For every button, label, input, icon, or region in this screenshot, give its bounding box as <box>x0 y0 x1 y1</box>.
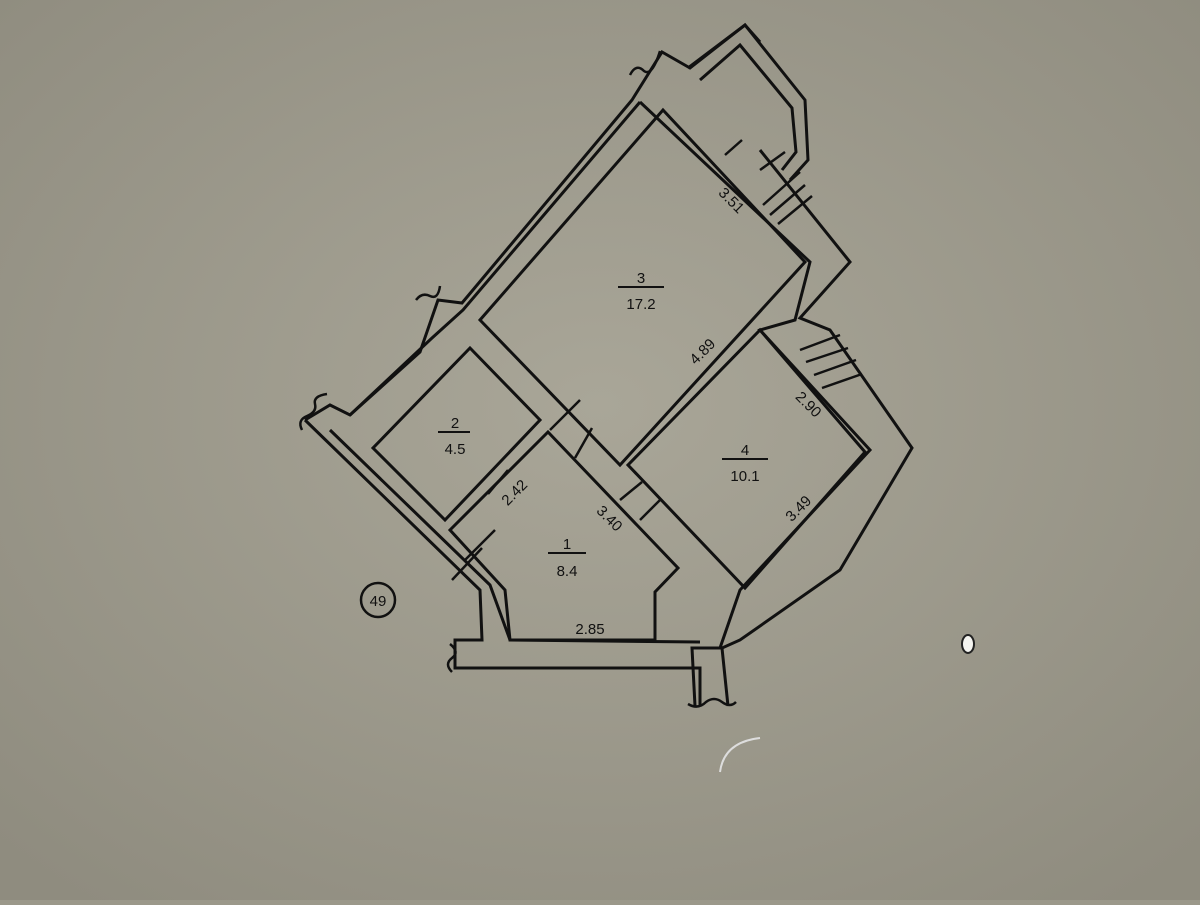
break-mark-southeast <box>687 697 737 708</box>
openings <box>451 139 863 581</box>
break-marks <box>299 50 737 708</box>
room-4-number: 4 <box>741 442 749 459</box>
badge-number: 49 <box>370 593 387 610</box>
apartment-badge: 49 <box>359 581 397 619</box>
glare-arc <box>719 737 761 773</box>
room-4-area: 10.1 <box>730 468 759 485</box>
room-4-outline <box>625 327 867 591</box>
break-mark-south <box>446 643 457 673</box>
inner-wall-northwest <box>348 101 642 417</box>
room-3-number: 3 <box>637 270 645 287</box>
room-1-number: 1 <box>563 536 571 553</box>
outer-wall-south <box>303 418 702 706</box>
outer-wall-east <box>720 149 914 707</box>
inner-wall-east <box>638 100 873 707</box>
balcony <box>687 22 810 182</box>
break-mark-north <box>628 50 662 76</box>
room-2-outline <box>370 345 543 523</box>
room-2-number: 2 <box>451 415 459 432</box>
break-mark-northwest <box>415 285 442 301</box>
break-mark-west <box>299 392 328 431</box>
badge-circle <box>359 581 397 619</box>
room-1-area: 8.4 <box>557 563 578 580</box>
walls <box>303 22 914 707</box>
dimension-2-85: 2.85 <box>575 621 604 638</box>
room-3-outline <box>477 107 808 468</box>
room-2-area: 4.5 <box>445 441 466 458</box>
balcony-inner <box>699 42 798 171</box>
speck <box>961 634 975 654</box>
fraction-bars <box>438 286 768 554</box>
room-1-outline <box>447 429 681 642</box>
room-3-area: 17.2 <box>626 296 655 313</box>
